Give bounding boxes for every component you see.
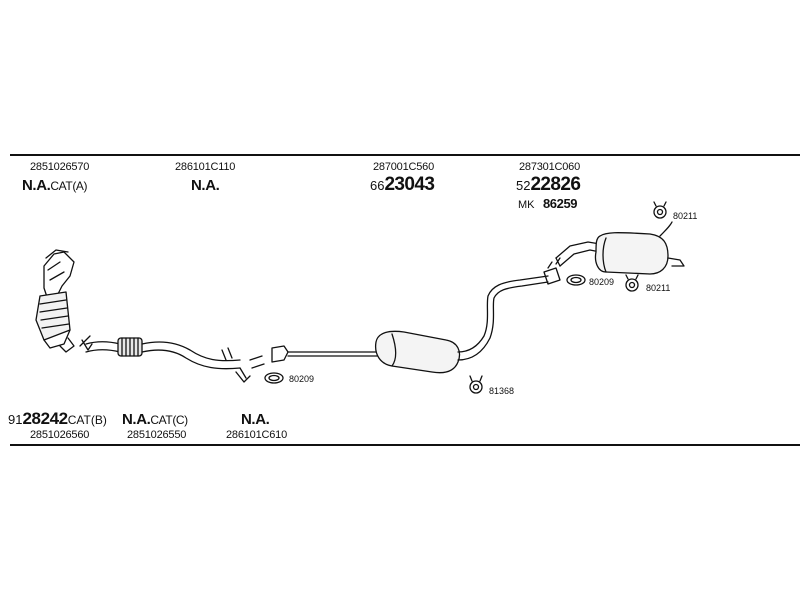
cat-a-code: N.A.CAT(A) [22,177,88,194]
top-divider [10,154,800,156]
hanger-center [469,375,483,394]
pipe-part-number: 286101C610 [226,429,288,441]
cat-b-part-number: 2851026560 [30,429,90,441]
cat-c-code-main: N.A. [122,411,151,428]
cat-c-code: N.A.CAT(C) [122,412,188,427]
intermediate-pipe [271,345,381,363]
hanger-rear-bottom-label: 80211 [646,283,671,293]
center-muffler-code-main: 23043 [384,174,435,195]
cat-b-code-prefix: 91 [8,412,23,427]
gasket-rear [566,274,586,286]
cat-c-part-number: 2851026550 [127,429,187,441]
hanger-rear-top [653,201,667,219]
hanger-center-label: 81368 [489,386,515,396]
rear-muffler [555,221,685,275]
rear-muffler-code: 5222826 [516,174,581,195]
rear-muffler-kit-prefix: MK [518,199,535,211]
bottom-divider [10,444,800,446]
center-muffler [374,275,549,374]
cat-b-code: 9128242CAT(B) [8,410,107,428]
gasket-rear-label: 80209 [589,277,615,287]
gasket-front [264,372,284,384]
gasket-front-label: 80209 [289,374,315,384]
cat-c-suffix: CAT(C) [150,413,188,427]
hanger-rear-top-label: 80211 [673,211,698,221]
rear-muffler-code-prefix: 52 [516,178,531,193]
rear-muffler-kit-number: 86259 [542,196,578,211]
pipe-code: N.A. [241,411,270,428]
center-muffler-part-number: 287001C560 [373,161,435,173]
rear-muffler-code-main: 22826 [530,174,581,195]
hanger-rear-bottom [625,274,639,292]
cat-b-code-main: 28242 [22,409,68,428]
center-muffler-code: 6623043 [370,174,435,195]
rear-muffler-part-number: 287301C060 [519,161,581,173]
front-pipe [79,335,265,383]
cat-a-code-main: N.A. [22,177,51,194]
rear-muffler-kit: MK 86259 [518,196,578,212]
cat-a-part-number: 2851026570 [30,161,90,173]
center-muffler-code-prefix: 66 [370,178,385,193]
cat-a-suffix: CAT(A) [50,179,88,193]
catalytic-converter-manifold [35,249,75,353]
front-pipe-code: N.A. [191,177,220,194]
front-pipe-part-number: 286101C110 [175,161,236,173]
cat-b-suffix: CAT(B) [67,413,107,427]
